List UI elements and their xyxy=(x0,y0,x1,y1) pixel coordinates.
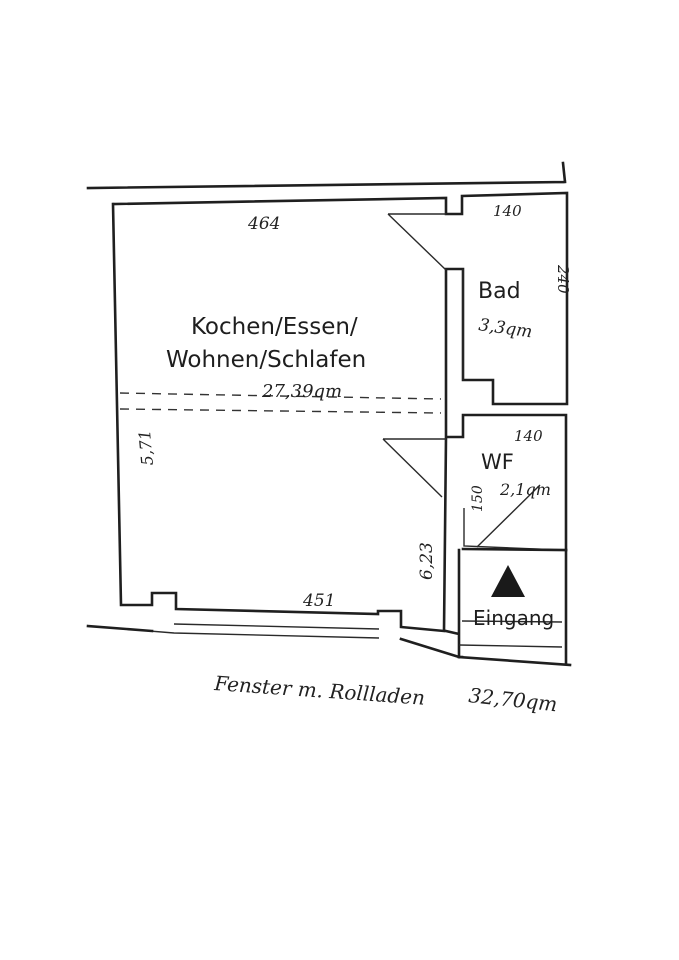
entrance-threshold xyxy=(458,620,563,648)
main-room-name-line1: Kochen/Essen/ xyxy=(191,314,358,340)
total-area-note: 32,70qm xyxy=(467,683,558,716)
wf-dim-side: 150 xyxy=(470,485,486,512)
entrance-wall xyxy=(444,548,464,659)
main-room-dim-left: 5,71 xyxy=(135,429,157,466)
entrance-arrow-icon xyxy=(491,565,525,597)
wf-floor-line xyxy=(461,547,568,552)
window-wall-bottom xyxy=(86,624,461,659)
door-swing-wf xyxy=(382,438,446,498)
entrance-bottom-line xyxy=(457,655,572,667)
dashed-line-upper xyxy=(119,392,442,400)
main-room-area: 27,39qm xyxy=(261,381,342,402)
window-frame xyxy=(87,623,380,639)
bath-area: 3,3qm xyxy=(477,315,533,342)
bath-dim-top: 140 xyxy=(493,202,522,220)
wf-inner-line xyxy=(463,508,561,551)
main-room-wall xyxy=(111,191,569,633)
wf-dim-top: 140 xyxy=(514,427,543,445)
bath-name: Bad xyxy=(478,279,521,304)
entrance-label: Eingang xyxy=(473,606,554,630)
wf-area: 2,1qm xyxy=(499,480,551,499)
outer-wall-top xyxy=(86,161,567,190)
main-room-name-line2: Wohnen/Schlafen xyxy=(166,347,366,373)
dashed-line-lower xyxy=(119,408,442,414)
window-note: Fenster m. Rollladen xyxy=(213,671,426,710)
main-room-dim-right: 6,23 xyxy=(417,542,437,580)
wf-diagonal xyxy=(476,484,541,548)
main-room-dim-bottom: 451 xyxy=(302,591,335,611)
wf-name: WF xyxy=(481,450,514,474)
door-swing-bath xyxy=(387,213,447,271)
bath-dim-side: 240 xyxy=(554,264,572,294)
main-room-dim-top: 464 xyxy=(247,214,280,234)
